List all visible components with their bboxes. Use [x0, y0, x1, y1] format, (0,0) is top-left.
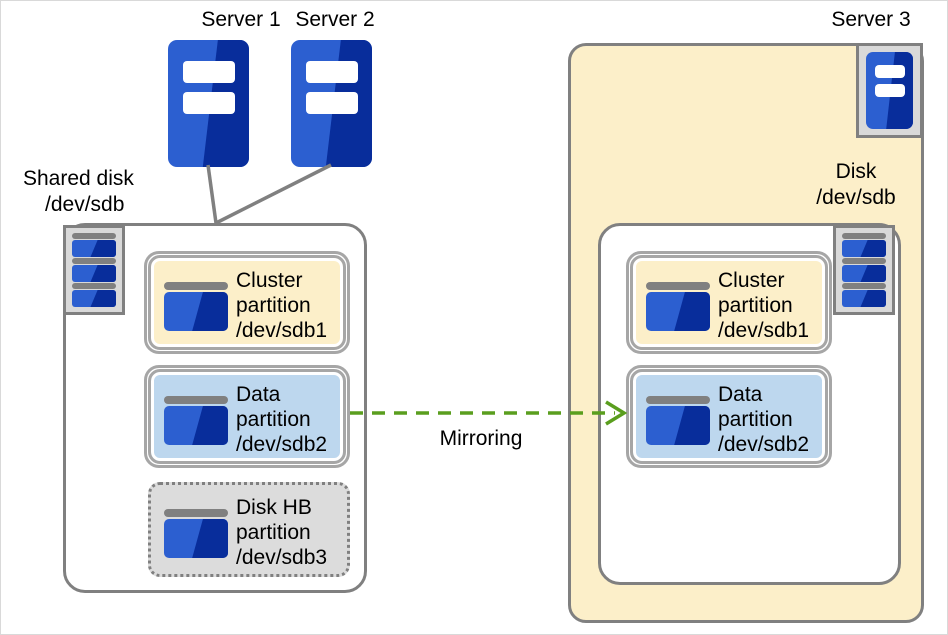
- disk-cap: [842, 283, 886, 289]
- disk-shade: [90, 240, 116, 257]
- disk-icon: [646, 282, 710, 331]
- disk-body: [164, 519, 228, 558]
- server-3-icon-case: [856, 43, 923, 138]
- left-data-partition-line1: Data: [236, 383, 281, 406]
- right-data-partition-line3: /dev/sdb2: [718, 433, 810, 456]
- disk-unit: [72, 283, 116, 307]
- right-disk-stack-icon: [833, 225, 895, 315]
- disk-icon: [646, 396, 710, 445]
- disk-unit: [72, 258, 116, 282]
- left-data-partition-line3: /dev/sdb2: [236, 433, 328, 456]
- disk-shade: [674, 406, 710, 445]
- disk-cap: [842, 233, 886, 239]
- right-disk-label-line1: Disk: [835, 160, 877, 183]
- disk-shade: [90, 265, 116, 282]
- disk-body: [646, 406, 710, 445]
- disk-shade: [90, 290, 116, 307]
- left-data-partition[interactable]: Data partition /dev/sdb2: [148, 369, 346, 464]
- disk-shade: [192, 519, 228, 558]
- disk-shade: [674, 292, 710, 331]
- left-disk-label-line1: Shared disk: [23, 167, 134, 190]
- right-cluster-partition-line1: Cluster: [718, 269, 785, 292]
- server-icon-bar-bottom: [183, 92, 235, 114]
- disk-cap: [164, 396, 228, 404]
- right-data-partition-line2: partition: [718, 408, 793, 431]
- disk-body: [842, 290, 886, 307]
- right-data-partition-line1: Data: [718, 383, 763, 406]
- disk-cap: [72, 258, 116, 264]
- disk-icon: [164, 282, 228, 331]
- disk-cap: [646, 282, 710, 290]
- left-disk-label-line2: /dev/sdb: [45, 193, 125, 216]
- disk-cap: [164, 509, 228, 517]
- disk-body: [164, 292, 228, 331]
- disk-cap: [72, 233, 116, 239]
- left-diskhb-partition-line2: partition: [236, 521, 311, 544]
- disk-unit: [842, 233, 886, 257]
- right-data-partition[interactable]: Data partition /dev/sdb2: [630, 369, 828, 464]
- disk-cap: [842, 258, 886, 264]
- disk-shade: [192, 406, 228, 445]
- right-cluster-partition-line3: /dev/sdb1: [718, 319, 810, 342]
- disk-unit: [842, 258, 886, 282]
- left-disk-stack-icon: [63, 225, 125, 315]
- disk-icon: [164, 396, 228, 445]
- disk-cap: [164, 282, 228, 290]
- disk-cap: [72, 283, 116, 289]
- disk-unit: [72, 233, 116, 257]
- connector-server2: [215, 163, 332, 225]
- disk-unit: [842, 283, 886, 307]
- disk-icon: [164, 509, 228, 558]
- left-cluster-partition-line3: /dev/sdb1: [236, 319, 328, 342]
- disk-body: [164, 406, 228, 445]
- disk-shade: [192, 292, 228, 331]
- disk-body: [842, 240, 886, 257]
- disk-body: [72, 240, 116, 257]
- disk-cap: [646, 396, 710, 404]
- disk-body: [842, 265, 886, 282]
- left-cluster-partition[interactable]: Cluster partition /dev/sdb1: [148, 255, 346, 350]
- disk-body: [72, 290, 116, 307]
- server-2-icon: [291, 40, 372, 167]
- left-diskhb-partition-line1: Disk HB: [236, 496, 312, 519]
- disk-shade: [860, 265, 886, 282]
- disk-shade: [860, 240, 886, 257]
- disk-shade: [860, 290, 886, 307]
- left-diskhb-partition[interactable]: Disk HB partition /dev/sdb3: [148, 482, 350, 577]
- server-3-label: Server 3: [831, 8, 911, 31]
- server-2-label: Server 2: [295, 8, 375, 31]
- right-disk-label-line2: /dev/sdb: [816, 186, 896, 209]
- left-data-partition-line2: partition: [236, 408, 311, 431]
- mirroring-label: Mirroring: [439, 427, 523, 450]
- left-cluster-partition-line1: Cluster: [236, 269, 303, 292]
- disk-body: [646, 292, 710, 331]
- connector-server1: [206, 164, 218, 224]
- server-icon-bar-top: [875, 65, 905, 78]
- server-icon-bar-top: [306, 61, 358, 83]
- server-3-icon: [866, 52, 913, 129]
- left-diskhb-partition-line3: /dev/sdb3: [236, 546, 328, 569]
- server-icon-bar-bottom: [875, 84, 905, 97]
- server-icon-bar-bottom: [306, 92, 358, 114]
- disk-body: [72, 265, 116, 282]
- server-1-label: Server 1: [201, 8, 281, 31]
- right-cluster-partition-line2: partition: [718, 294, 793, 317]
- server-icon-bar-top: [183, 61, 235, 83]
- left-cluster-partition-line2: partition: [236, 294, 311, 317]
- server-1-icon: [168, 40, 249, 167]
- right-cluster-partition[interactable]: Cluster partition /dev/sdb1: [630, 255, 828, 350]
